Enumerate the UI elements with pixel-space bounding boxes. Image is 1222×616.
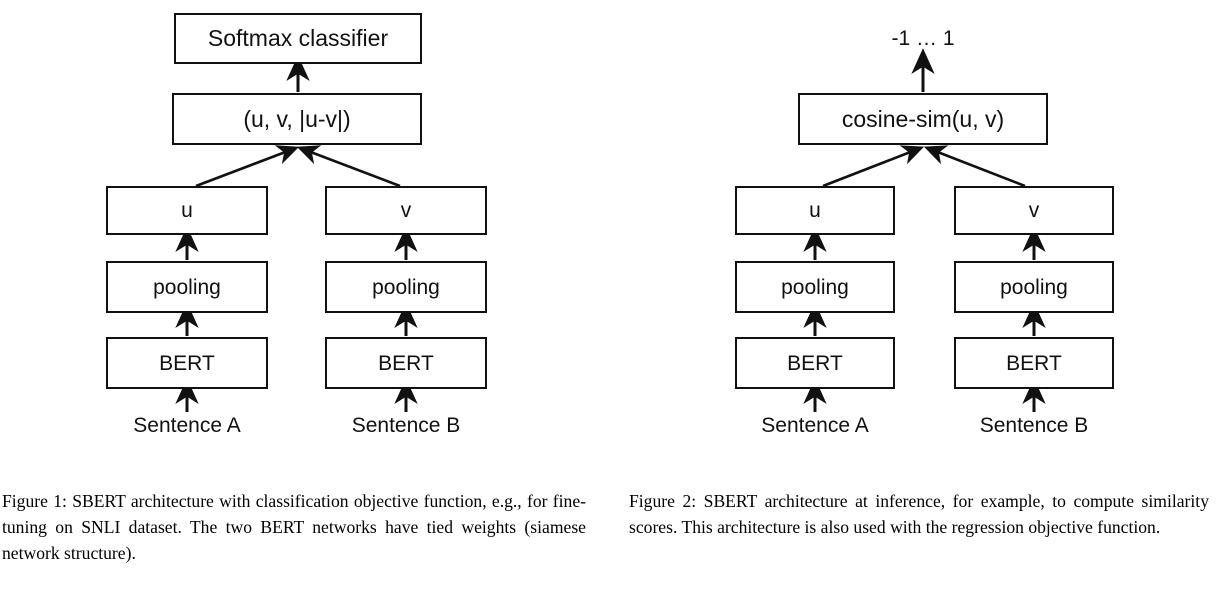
figure-1-caption: Figure 1: SBERT architecture with classi… (2, 488, 586, 566)
node-concatenation-label: (u, v, |u-v|) (243, 105, 351, 132)
node-bert-right: BERT (325, 337, 487, 389)
node-bert-left-label: BERT (787, 351, 843, 375)
figure-1-caption-text: Figure 1: SBERT architecture with classi… (2, 491, 586, 563)
node-pooling-right-label: pooling (1000, 275, 1068, 299)
node-cosine-similarity: cosine-sim(u, v) (798, 93, 1048, 145)
figure-2-diagram: -1 … 1 cosine-sim(u, v) u v pooling pool… (611, 0, 1222, 460)
arrow-u-to-cosine (822, 145, 925, 188)
figure-1-arrows (175, 55, 418, 412)
node-pooling-left: pooling (106, 261, 268, 313)
node-embedding-v: v (954, 186, 1114, 235)
figure-2-caption: Figure 2: SBERT architecture at inferenc… (629, 488, 1209, 540)
node-pooling-right: pooling (325, 261, 487, 313)
node-bert-left-label: BERT (159, 351, 215, 375)
figure-2-arrows (803, 48, 1046, 412)
node-softmax-classifier-label: Softmax classifier (207, 25, 389, 51)
node-embedding-u-label: u (809, 199, 821, 222)
node-bert-right-label: BERT (378, 351, 434, 375)
node-embedding-u-label: u (181, 199, 193, 222)
node-embedding-v: v (325, 186, 487, 235)
figure-2-caption-text: Figure 2: SBERT architecture at inferenc… (629, 491, 1209, 537)
figure-1-panel: Softmax classifier (u, v, |u-v|) u v poo… (0, 0, 611, 566)
node-pooling-right: pooling (954, 261, 1114, 313)
node-concatenation: (u, v, |u-v|) (172, 93, 422, 145)
figure-2-panel: -1 … 1 cosine-sim(u, v) u v pooling pool… (611, 0, 1222, 616)
node-pooling-left: pooling (735, 261, 895, 313)
node-embedding-v-label: v (1028, 199, 1040, 222)
node-embedding-u: u (106, 186, 268, 235)
node-cosine-similarity-label: cosine-sim(u, v) (841, 105, 1005, 132)
node-embedding-v-label: v (400, 199, 412, 222)
figure-1-diagram: Softmax classifier (u, v, |u-v|) u v poo… (0, 0, 611, 460)
arrow-v-to-combine (296, 145, 401, 188)
input-label-sentence-a: Sentence A (133, 414, 241, 437)
input-label-sentence-a: Sentence A (761, 414, 869, 437)
arrow-v-to-cosine (923, 145, 1026, 188)
input-label-sentence-b: Sentence B (979, 414, 1089, 437)
node-pooling-right-label: pooling (372, 275, 440, 299)
node-bert-right: BERT (954, 337, 1114, 389)
input-label-sentence-b: Sentence B (351, 414, 461, 437)
output-label-score-range: -1 … 1 (891, 27, 955, 50)
node-pooling-left-label: pooling (781, 275, 849, 299)
node-pooling-left-label: pooling (153, 275, 221, 299)
node-bert-left: BERT (735, 337, 895, 389)
node-embedding-u: u (735, 186, 895, 235)
node-bert-right-label: BERT (1006, 351, 1062, 375)
arrow-u-to-combine (195, 145, 300, 188)
node-softmax-classifier: Softmax classifier (174, 13, 422, 64)
node-bert-left: BERT (106, 337, 268, 389)
